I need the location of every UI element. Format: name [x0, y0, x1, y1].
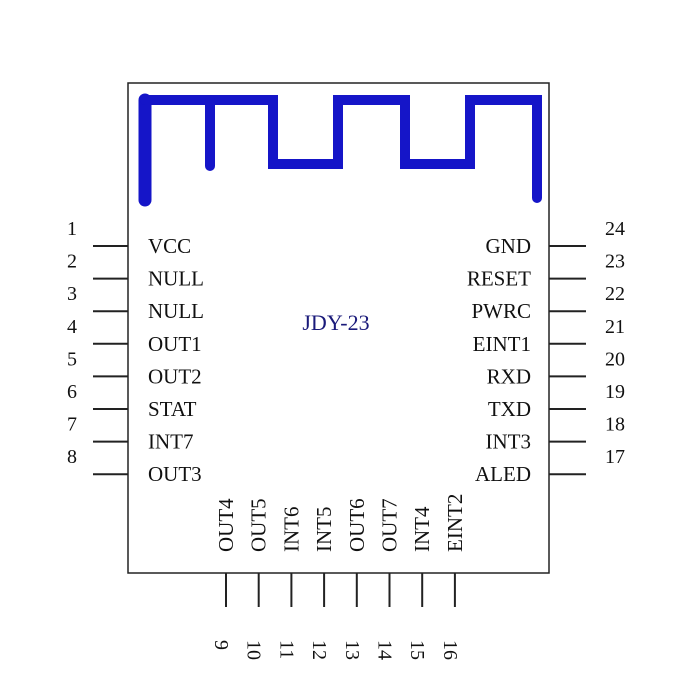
- left-pin-label: OUT1: [148, 332, 202, 356]
- bottom-pin-group: OUT4 9 OUT5 10 INT6 11 INT5 12 OUT6 13 OUT7 14 INT4 1…: [210, 494, 467, 660]
- right-pin-number: 23: [605, 251, 625, 273]
- left-pin-label: STAT: [148, 397, 197, 421]
- left-pin-number: 2: [67, 251, 77, 273]
- right-pin-number: 17: [605, 446, 625, 468]
- bottom-pin-label: INT5: [312, 507, 336, 553]
- left-pin-label: VCC: [148, 234, 191, 258]
- left-pin-label: NULL: [148, 267, 204, 291]
- bottom-pin-number: 15: [406, 640, 428, 660]
- right-pin-label: EINT1: [473, 332, 531, 356]
- right-pin-label: PWRC: [471, 299, 531, 323]
- bottom-pin-label: OUT6: [345, 498, 369, 552]
- right-pin-number: 18: [605, 414, 625, 436]
- right-pin-number: 19: [605, 381, 625, 403]
- bottom-pin-number: 16: [439, 640, 461, 660]
- bottom-pin-label: OUT7: [378, 498, 402, 552]
- bottom-pin-label: INT4: [410, 506, 434, 552]
- right-pin-number: 24: [605, 218, 625, 240]
- left-pin-label: NULL: [148, 299, 204, 323]
- bottom-pin-label: INT6: [279, 507, 303, 553]
- chip-name: JDY-23: [302, 310, 369, 335]
- right-pin-number: 21: [605, 316, 625, 338]
- bottom-pin-label: OUT5: [247, 498, 271, 552]
- left-pin-label: INT7: [148, 430, 194, 454]
- antenna-meander: [140, 95, 542, 203]
- right-pin-label: RESET: [467, 267, 531, 291]
- left-pin-number: 3: [67, 283, 77, 305]
- right-pin-label: GND: [486, 234, 532, 258]
- right-pin-label: TXD: [488, 397, 531, 421]
- bottom-pin-number: 14: [374, 640, 396, 660]
- bottom-pin-number: 12: [308, 640, 330, 660]
- left-pin-number: 7: [67, 414, 77, 436]
- left-pin-label: OUT2: [148, 364, 202, 388]
- bottom-pin-number: 13: [341, 640, 363, 660]
- left-pin-number: 4: [67, 316, 77, 338]
- right-pin-number: 22: [605, 283, 625, 305]
- right-pin-label: INT3: [486, 430, 532, 454]
- bottom-pin-number: 11: [275, 640, 297, 659]
- chip-body: [127, 82, 550, 574]
- left-pin-number: 1: [67, 218, 77, 240]
- right-pin-label: RXD: [487, 364, 531, 388]
- bottom-pin-label: OUT4: [214, 498, 238, 552]
- left-pin-number: 5: [67, 348, 77, 370]
- left-pin-label: OUT3: [148, 462, 202, 486]
- left-pin-number: 8: [67, 446, 77, 468]
- right-pin-number: 20: [605, 348, 625, 370]
- antenna-trace: [138, 93, 542, 207]
- left-pin-number: 6: [67, 381, 77, 403]
- right-pin-label: ALED: [475, 462, 531, 486]
- bottom-pin-number: 9: [210, 640, 232, 650]
- bottom-pin-label: EINT2: [443, 494, 467, 552]
- bottom-pin-number: 10: [243, 640, 265, 660]
